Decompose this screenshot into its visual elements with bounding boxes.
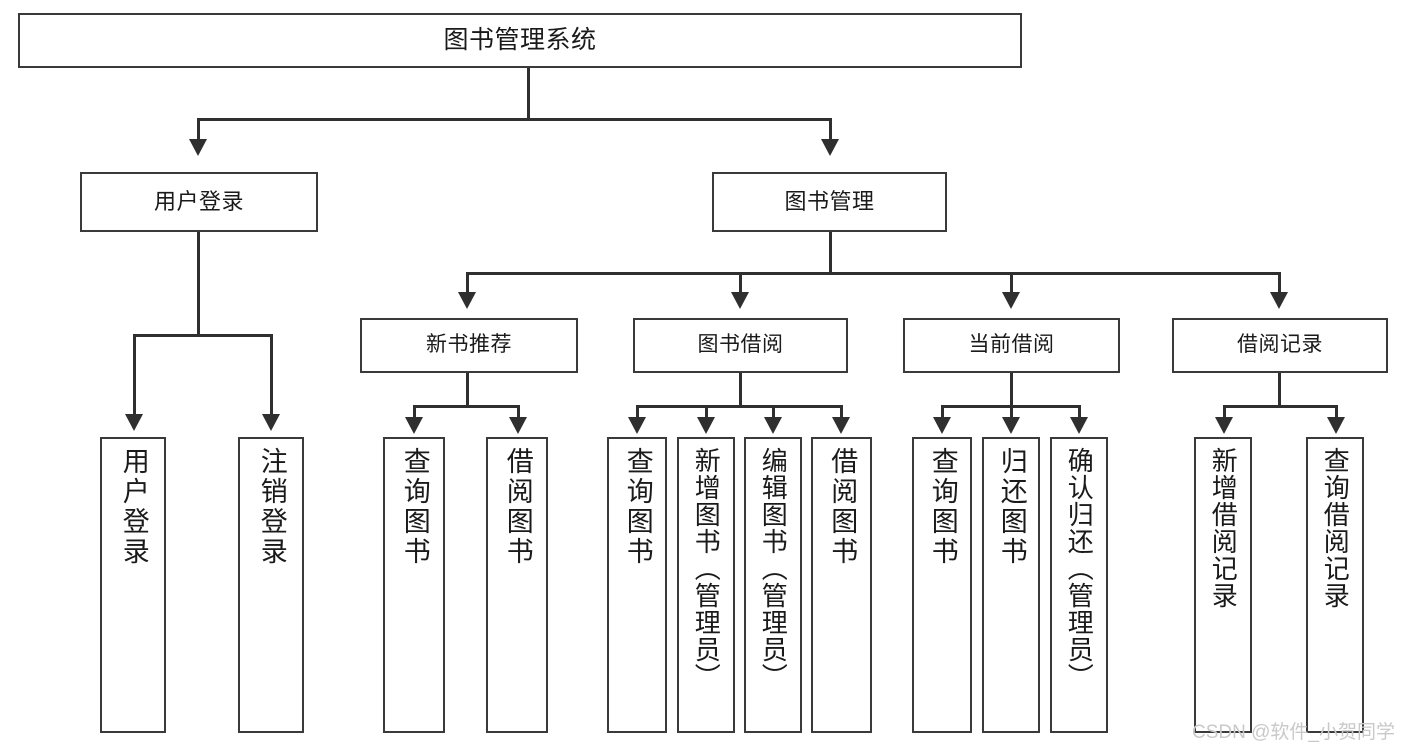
edge-user-login-to-login bbox=[133, 334, 136, 416]
arrow-cb-to-return bbox=[1002, 417, 1020, 434]
edge-current-borrow-stem bbox=[1010, 373, 1013, 407]
csdn-watermark: CSDN @软件_小贺同学 bbox=[1192, 722, 1395, 743]
arrow-bm-to-borrow-record bbox=[1270, 292, 1288, 309]
edge-bb-to-borrow bbox=[840, 405, 843, 419]
edge-bm-to-current-borrow bbox=[1010, 272, 1013, 294]
arrow-bb-to-add bbox=[697, 417, 715, 434]
node-label: 借阅图书 bbox=[827, 447, 858, 567]
node-borrow-record[interactable]: 借阅记录 bbox=[1172, 318, 1388, 373]
node-label: 借阅记录 bbox=[1237, 333, 1323, 357]
arrow-bb-to-query bbox=[628, 417, 646, 434]
edge-new-book-stem bbox=[466, 373, 469, 407]
edge-cb-to-confirm bbox=[1078, 405, 1081, 419]
leaf-br-add-record[interactable]: 新增借阅记录 bbox=[1194, 437, 1252, 733]
node-label: 用户登录 bbox=[153, 189, 244, 215]
node-label: 新增图书（管理员） bbox=[691, 447, 722, 690]
arrow-nb-to-query bbox=[405, 417, 423, 434]
node-new-book-recommend[interactable]: 新书推荐 bbox=[360, 318, 578, 373]
node-label: 新书推荐 bbox=[426, 333, 512, 357]
edge-user-login-stem bbox=[197, 232, 200, 336]
arrow-bm-to-new-book bbox=[458, 292, 476, 309]
edge-bm-to-book-borrow bbox=[739, 272, 742, 294]
arrow-bb-to-borrow bbox=[832, 417, 850, 434]
arrow-bb-to-edit bbox=[764, 417, 782, 434]
leaf-user-login[interactable]: 用户登录 bbox=[100, 437, 166, 733]
leaf-cb-return-book[interactable]: 归还图书 bbox=[982, 437, 1040, 733]
edge-bb-to-query bbox=[636, 405, 639, 419]
edge-root-to-user-login bbox=[197, 118, 200, 141]
node-label: 查询图书 bbox=[927, 447, 958, 567]
node-label: 查询借阅记录 bbox=[1320, 447, 1351, 609]
edge-nb-to-borrow bbox=[517, 405, 520, 419]
arrow-cb-to-query bbox=[933, 417, 951, 434]
leaf-cb-confirm-return-admin[interactable]: 确认归还（管理员） bbox=[1050, 437, 1108, 733]
node-label: 查询图书 bbox=[622, 447, 653, 567]
arrow-br-to-query bbox=[1327, 417, 1345, 434]
arrow-bm-to-book-borrow bbox=[731, 292, 749, 309]
edge-borrow-record-bus bbox=[1223, 405, 1337, 408]
node-label: 新增借阅记录 bbox=[1208, 447, 1239, 609]
node-label: 借阅图书 bbox=[502, 447, 533, 567]
leaf-user-logout[interactable]: 注销登录 bbox=[238, 437, 304, 733]
node-label: 编辑图书（管理员） bbox=[758, 447, 789, 690]
leaf-bb-query-book[interactable]: 查询图书 bbox=[607, 437, 667, 733]
node-label: 注销登录 bbox=[256, 447, 287, 567]
edge-cb-to-query bbox=[941, 405, 944, 419]
arrow-cb-to-confirm bbox=[1070, 417, 1088, 434]
edge-bb-to-add bbox=[705, 405, 708, 419]
edge-book-borrow-bus bbox=[636, 405, 842, 408]
edge-book-management-stem bbox=[829, 232, 832, 274]
edge-borrow-record-stem bbox=[1278, 373, 1281, 407]
arrow-user-login-to-login bbox=[125, 414, 143, 431]
node-label: 当前借阅 bbox=[968, 333, 1055, 357]
node-label: 查询图书 bbox=[399, 447, 430, 567]
arrow-root-to-book-management bbox=[821, 139, 839, 156]
edge-br-to-query bbox=[1335, 405, 1338, 419]
edge-bb-to-edit bbox=[772, 405, 775, 419]
leaf-cb-query-book[interactable]: 查询图书 bbox=[912, 437, 972, 733]
arrow-user-login-to-logout bbox=[262, 414, 280, 431]
edge-bm-to-new-book bbox=[466, 272, 469, 294]
edge-book-borrow-stem bbox=[739, 373, 742, 407]
edge-cb-to-return bbox=[1010, 405, 1013, 419]
node-label: 图书管理 bbox=[784, 189, 875, 215]
edge-root-stem bbox=[527, 68, 530, 120]
node-label: 图书借阅 bbox=[697, 333, 784, 357]
node-book-borrow[interactable]: 图书借阅 bbox=[633, 318, 848, 373]
arrow-root-to-user-login bbox=[189, 139, 207, 156]
leaf-bb-borrow-book[interactable]: 借阅图书 bbox=[811, 437, 872, 733]
node-user-login[interactable]: 用户登录 bbox=[80, 172, 318, 232]
node-book-management[interactable]: 图书管理 bbox=[712, 172, 947, 232]
edge-root-to-book-management bbox=[829, 118, 832, 141]
leaf-bb-edit-book-admin[interactable]: 编辑图书（管理员） bbox=[744, 437, 802, 733]
edge-book-management-bus bbox=[466, 272, 1278, 275]
node-label: 确认归还（管理员） bbox=[1064, 447, 1095, 690]
leaf-nb-query-book[interactable]: 查询图书 bbox=[383, 437, 445, 733]
edge-user-login-to-logout bbox=[270, 334, 273, 416]
node-label: 图书管理系统 bbox=[443, 25, 597, 54]
node-root-book-management-system[interactable]: 图书管理系统 bbox=[18, 13, 1022, 68]
edge-user-login-bus bbox=[133, 334, 273, 337]
arrow-bm-to-current-borrow bbox=[1002, 292, 1020, 309]
edge-new-book-bus bbox=[413, 405, 519, 408]
leaf-br-query-record[interactable]: 查询借阅记录 bbox=[1306, 437, 1364, 733]
leaf-nb-borrow-book[interactable]: 借阅图书 bbox=[486, 437, 548, 733]
node-label: 用户登录 bbox=[118, 447, 149, 567]
node-label: 归还图书 bbox=[996, 447, 1027, 567]
edge-nb-to-query bbox=[413, 405, 416, 419]
edge-br-to-add bbox=[1223, 405, 1226, 419]
edge-bm-to-borrow-record bbox=[1278, 272, 1281, 294]
arrow-br-to-add bbox=[1215, 417, 1233, 434]
arrow-nb-to-borrow bbox=[509, 417, 527, 434]
node-current-borrow[interactable]: 当前借阅 bbox=[903, 318, 1120, 373]
leaf-bb-add-book-admin[interactable]: 新增图书（管理员） bbox=[677, 437, 735, 733]
edge-root-bus bbox=[197, 118, 831, 121]
